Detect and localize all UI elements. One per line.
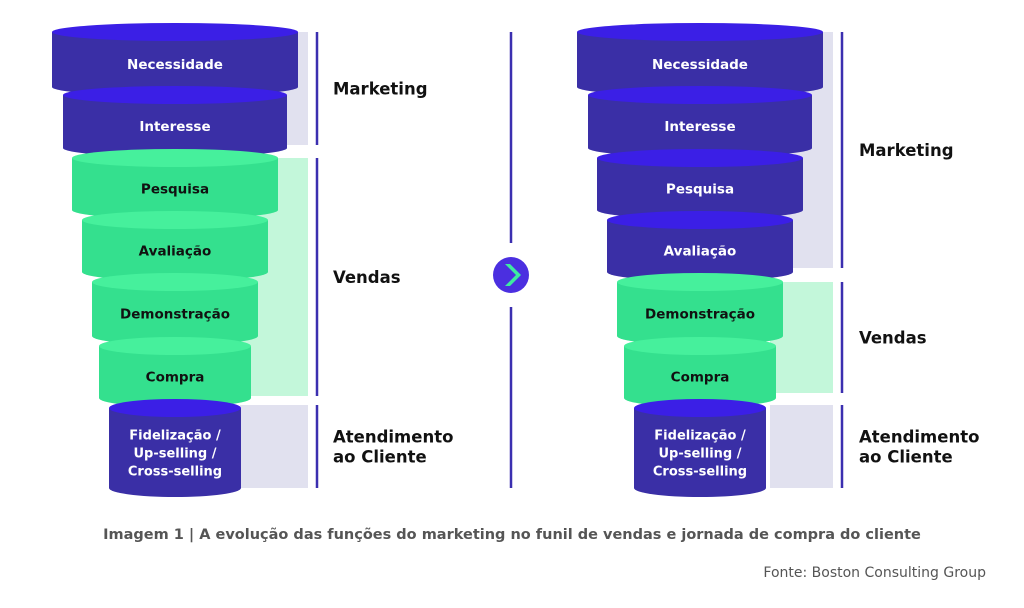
left-tier-label-4: Demonstração: [120, 307, 230, 323]
chevron-right-icon: [493, 257, 529, 293]
right-tier-label-6: Fidelização /Up-selling /Cross-selling: [653, 429, 747, 480]
left-funnel-tier-0: Necessidade: [52, 23, 298, 96]
right-group-label-1: Vendas: [859, 329, 927, 348]
right-tier-label-3: Avaliação: [664, 244, 737, 260]
left-group-label-1: Vendas: [333, 268, 401, 287]
left-funnel-tier-4: Demonstração: [92, 273, 258, 345]
figure-source: Fonte: Boston Consulting Group: [763, 565, 986, 581]
left-tier-label-2: Pesquisa: [141, 182, 209, 198]
left-funnel-tier-5: Compra: [99, 337, 251, 407]
right-funnel-tier-4: Demonstração: [617, 273, 783, 345]
right-funnel-tier-0: Necessidade: [577, 23, 823, 96]
left-funnel-tier-2: Pesquisa: [72, 149, 278, 219]
right-tier-label-4: Demonstração: [645, 307, 755, 323]
right-funnel-tier-5: Compra: [624, 337, 776, 407]
left-funnel-tier-6: Fidelização /Up-selling /Cross-selling: [109, 399, 241, 497]
right-funnel-tier-3: Avaliação: [607, 211, 793, 281]
left-group-band-2: [240, 405, 308, 488]
right-group-band-2: [770, 405, 833, 488]
right-tier-label-5: Compra: [671, 370, 730, 386]
left-tier-label-3: Avaliação: [139, 244, 212, 260]
right-tier-label-0: Necessidade: [652, 57, 748, 73]
left-funnel-tier-1: Interesse: [63, 86, 287, 157]
right-funnel-tier-1: Interesse: [588, 86, 812, 157]
left-funnel-tier-3: Avaliação: [82, 211, 268, 281]
right-funnel-tier-6: Fidelização /Up-selling /Cross-selling: [634, 399, 766, 497]
left-tier-label-0: Necessidade: [127, 57, 223, 73]
right-funnel-tier-2: Pesquisa: [597, 149, 803, 219]
figure-caption: Imagem 1 | A evolução das funções do mar…: [103, 527, 921, 543]
left-group-label-0: Marketing: [333, 80, 428, 99]
right-tier-label-1: Interesse: [664, 119, 735, 135]
right-group-label-0: Marketing: [859, 141, 954, 160]
left-tier-label-6: Fidelização /Up-selling /Cross-selling: [128, 429, 222, 480]
right-tier-label-2: Pesquisa: [666, 182, 734, 198]
left-tier-label-1: Interesse: [139, 119, 210, 135]
left-tier-label-5: Compra: [146, 370, 205, 386]
